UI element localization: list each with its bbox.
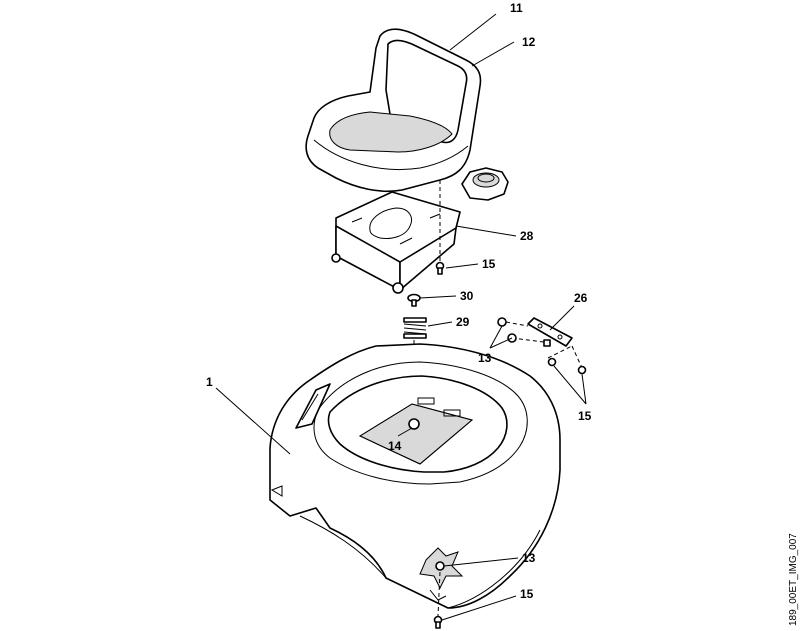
seat-switch bbox=[461, 167, 509, 201]
callout-1: 1 bbox=[206, 375, 213, 389]
bracket-assembly-lines bbox=[505, 321, 583, 369]
bracket-26 bbox=[527, 317, 573, 347]
leader-lines bbox=[215, 13, 587, 621]
spring-29 bbox=[403, 317, 427, 339]
screw-15-right bbox=[547, 357, 587, 375]
nut-13-right bbox=[497, 317, 517, 343]
callout-15-right: 15 bbox=[578, 409, 592, 423]
callout-30: 30 bbox=[460, 289, 474, 303]
callout-15-lower: 15 bbox=[520, 587, 534, 601]
callout-15-upper: 15 bbox=[482, 257, 496, 271]
reference-code: 189_00ET_IMG_007 bbox=[788, 533, 799, 626]
assembly-line-lower bbox=[437, 571, 441, 617]
callout-28: 28 bbox=[520, 229, 534, 243]
callout-12: 12 bbox=[522, 35, 536, 49]
seat bbox=[305, 28, 482, 193]
callout-11: 11 bbox=[510, 1, 523, 15]
callout-14: 14 bbox=[388, 439, 402, 453]
callouts: 11 12 28 15 30 29 26 13 15 1 14 13 15 bbox=[206, 1, 592, 601]
screw-15-upper bbox=[435, 261, 445, 275]
seat-pan-cover bbox=[269, 343, 561, 609]
callout-13-right: 13 bbox=[478, 351, 492, 365]
callout-26: 26 bbox=[574, 291, 588, 305]
screw-15-lower bbox=[433, 615, 443, 629]
callout-13-lower: 13 bbox=[522, 551, 536, 565]
screw-30 bbox=[407, 293, 421, 307]
seat-mounting-plate bbox=[331, 191, 461, 294]
callout-29: 29 bbox=[456, 315, 470, 329]
